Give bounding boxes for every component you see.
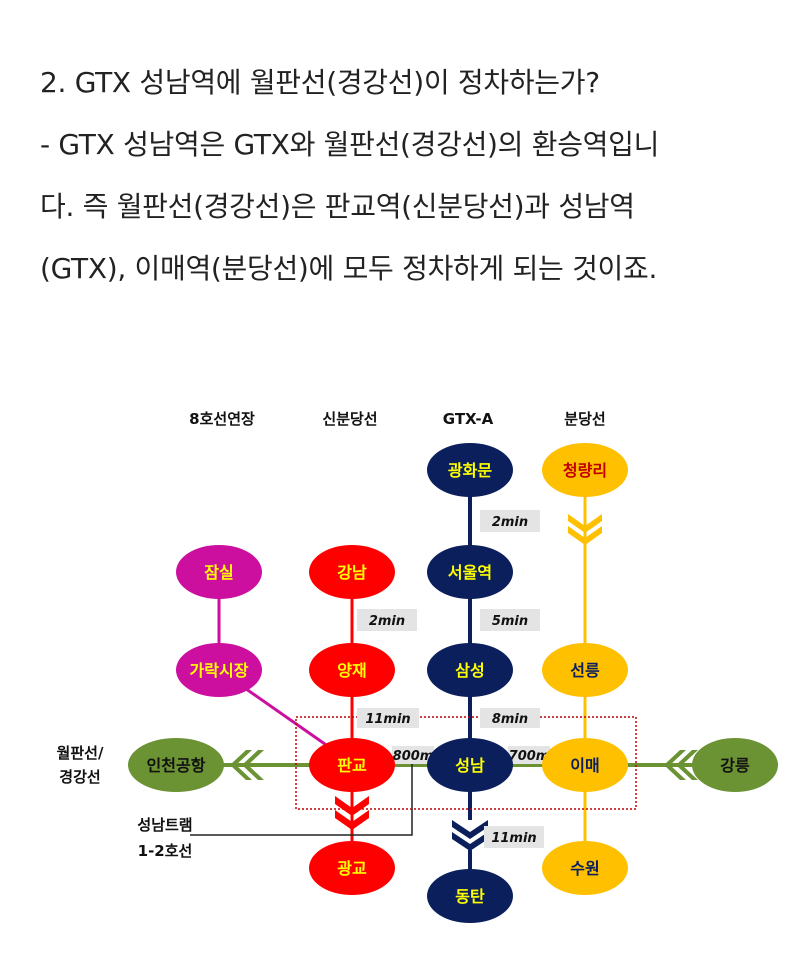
- gtx-down-chevron-icon: [452, 820, 488, 851]
- article-text: 2. GTX 성남역에 월판선(경강선)이 정차하는가? - GTX 성남역은 …: [40, 52, 780, 300]
- bundang-down-chevron-icon: [568, 514, 602, 545]
- station-cheongnyangni[interactable]: 청량리: [542, 443, 628, 497]
- tram-line-label: 1-2호선: [138, 842, 193, 860]
- time-samseong-seongnam: 8min: [492, 712, 528, 727]
- wolpan-line-label: 경강선: [59, 768, 100, 786]
- station-seolleung[interactable]: 선릉: [542, 643, 628, 697]
- station-gwanghwamun[interactable]: 광화문: [427, 443, 513, 497]
- station-label: 광교: [337, 859, 367, 878]
- station-label: 판교: [337, 756, 367, 775]
- transfer-zone-box: [295, 716, 637, 810]
- station-label: 강릉: [720, 756, 750, 775]
- station-label: 광화문: [448, 461, 492, 480]
- station-gangneung[interactable]: 강릉: [692, 738, 778, 792]
- header-bundang: 분당선: [564, 410, 605, 428]
- time-gwanghwamun-seoul: 2min: [492, 515, 528, 530]
- time-gangnam-yangjae: 2min: [369, 614, 405, 629]
- article-line: 다. 즉 월판선(경강선)은 판교역(신분당선)과 성남역: [40, 190, 635, 223]
- article-line: - GTX 성남역은 GTX와 월판선(경강선)의 환승역입니: [40, 128, 660, 161]
- station-seongnam[interactable]: 성남: [427, 738, 513, 792]
- station-incheon-airport[interactable]: 인천공항: [128, 738, 224, 792]
- station-jamsil[interactable]: 잠실: [176, 545, 262, 599]
- station-label: 이매: [570, 756, 599, 775]
- time-label: 5min: [480, 609, 540, 631]
- station-label: 삼성: [455, 661, 484, 680]
- station-label: 선릉: [570, 661, 600, 680]
- header-line8-ext: 8호선연장: [189, 410, 255, 428]
- article-line: 2. GTX 성남역에 월판선(경강선)이 정차하는가?: [40, 66, 600, 99]
- time-seongnam-dongtan: 11min: [491, 831, 536, 846]
- station-label: 수원: [570, 859, 599, 878]
- station-imae[interactable]: 이매: [542, 738, 628, 792]
- shinbundang-down-chevron-icon: [335, 796, 369, 830]
- time-label: 11min: [357, 708, 419, 728]
- station-seoul[interactable]: 서울역: [427, 545, 513, 599]
- station-gwanggyo[interactable]: 광교: [309, 841, 395, 895]
- station-suwon[interactable]: 수원: [542, 841, 628, 895]
- time-label: 2min: [480, 510, 540, 532]
- article-line: (GTX), 이매역(분당선)에 모두 정차하게 되는 것이죠.: [40, 252, 658, 285]
- station-label: 인천공항: [147, 756, 206, 775]
- header-gtx-a: GTX-A: [443, 410, 494, 428]
- wolpan-west-chevron-icon: [230, 750, 264, 780]
- distance-label: 700m: [508, 746, 550, 764]
- tram-route: [190, 762, 413, 836]
- station-label: 잠실: [204, 563, 233, 582]
- tram-line-label: 성남트램: [137, 816, 192, 834]
- station-label: 서울역: [448, 563, 492, 582]
- time-label: 11min: [484, 826, 544, 848]
- station-yangjae[interactable]: 양재: [309, 643, 395, 697]
- wolpan-east-chevron-icon: [664, 750, 698, 780]
- station-dongtan[interactable]: 동탄: [427, 869, 513, 923]
- distance-pangyo-seongnam: 800m: [393, 749, 434, 764]
- station-label: 성남: [455, 756, 485, 775]
- distance-label: 800m: [392, 746, 434, 764]
- station-pangyo[interactable]: 판교: [309, 738, 395, 792]
- header-shinbundang: 신분당선: [322, 410, 377, 428]
- station-label: 강남: [337, 563, 367, 582]
- station-samseong[interactable]: 삼성: [427, 643, 513, 697]
- wolpan-line-label: 월판선/: [57, 744, 104, 762]
- station-label: 청량리: [563, 461, 607, 480]
- time-yangjae-pangyo: 11min: [365, 712, 410, 727]
- station-label: 동탄: [455, 887, 485, 906]
- time-label: 8min: [480, 708, 540, 728]
- time-label: 2min: [357, 609, 417, 631]
- station-label: 가락시장: [190, 661, 249, 680]
- time-seoul-samseong: 5min: [492, 614, 528, 629]
- station-gangnam[interactable]: 강남: [309, 545, 395, 599]
- station-garak[interactable]: 가락시장: [176, 643, 262, 697]
- station-label: 양재: [337, 661, 366, 680]
- distance-seongnam-imae: 700m: [509, 749, 550, 764]
